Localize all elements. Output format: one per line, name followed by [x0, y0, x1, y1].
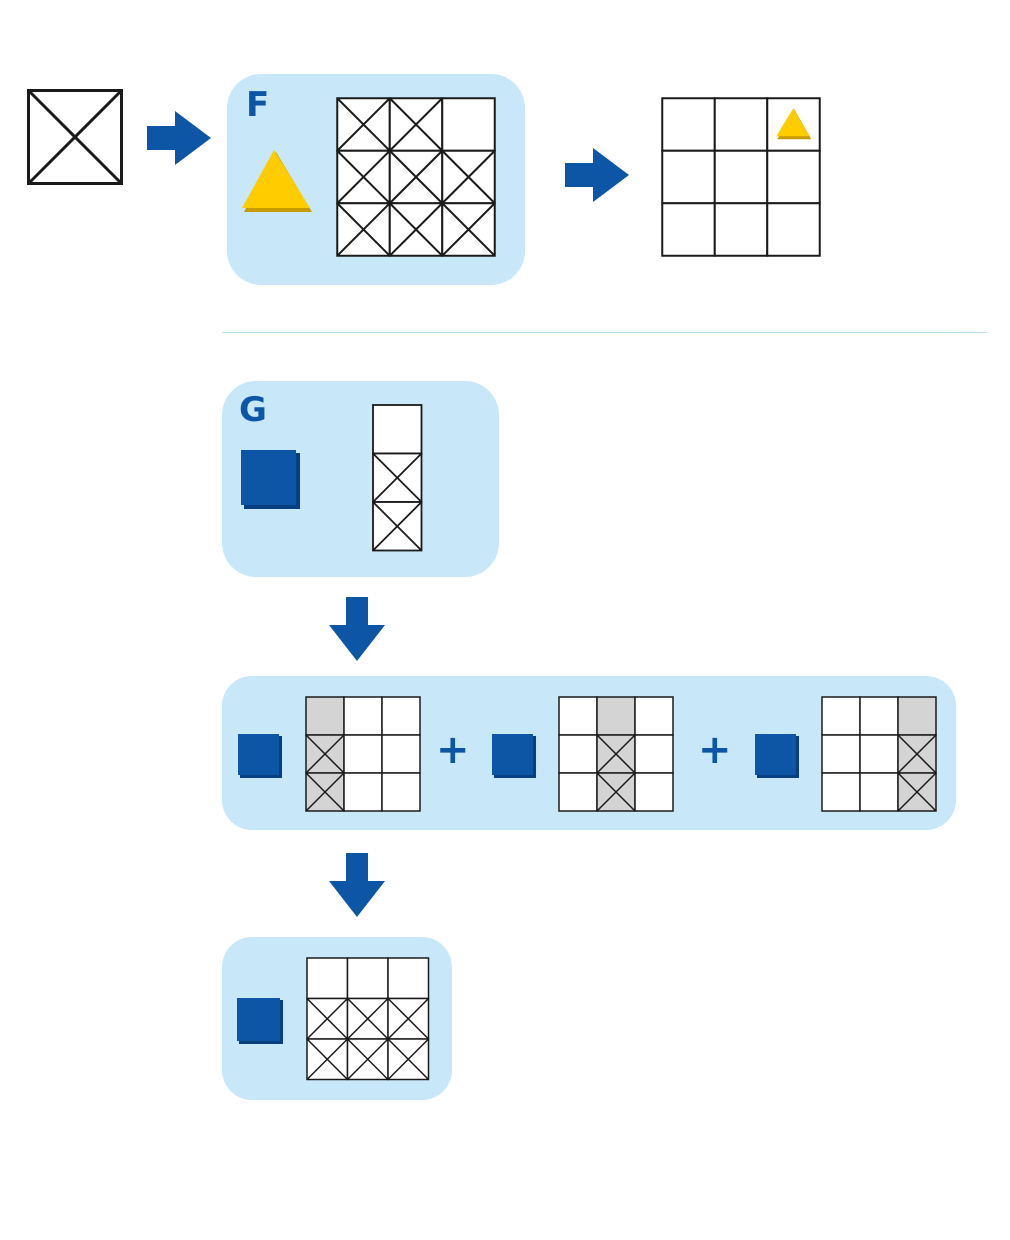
grid-g-result [306, 957, 430, 1081]
plus-icon: + [698, 727, 732, 773]
cell-cross-line [897, 734, 937, 774]
cell-cross-line [596, 772, 636, 812]
arrow-right-icon [147, 111, 211, 165]
triangle-tile-icon [242, 150, 312, 212]
cell-cross-line [346, 997, 389, 1040]
cell-cross-line [387, 997, 430, 1040]
grid-cell [661, 149, 716, 205]
small-triangle-icon [776, 108, 810, 137]
grid-cell [306, 957, 349, 1000]
part-grid-1 [305, 696, 421, 812]
grid-cell [558, 696, 598, 736]
cell-cross-line [389, 202, 443, 257]
cross-square-icon [27, 89, 123, 185]
grid-cell [441, 97, 496, 152]
grid-f [336, 97, 496, 257]
square-tile-icon [237, 998, 283, 1044]
square-tile-icon [241, 450, 300, 509]
grid-cell [897, 696, 937, 736]
grid-cell [713, 149, 769, 205]
grid-cell [713, 202, 769, 257]
cell-cross-line [372, 452, 423, 503]
grid-cell [766, 202, 821, 257]
part-grid-2 [558, 696, 674, 812]
grid-cell [343, 772, 383, 812]
grid-cell [596, 696, 636, 736]
grid-cell [821, 734, 861, 774]
arrow-down-icon [329, 853, 385, 917]
grid-cell [634, 696, 674, 736]
grid-cell [859, 772, 899, 812]
cell-cross-line [305, 772, 345, 812]
grid-cell [713, 97, 769, 152]
part-grid-3 [821, 696, 937, 812]
cell-cross-line [306, 1038, 349, 1081]
cell-cross-line [305, 734, 345, 774]
grid-cell [558, 772, 598, 812]
grid-cell [381, 734, 421, 774]
grid-cell [859, 696, 899, 736]
cell-cross-line [336, 97, 391, 152]
cell-cross-line [897, 772, 937, 812]
grid-cell [634, 734, 674, 774]
cell-cross-line [389, 150, 443, 204]
grid-cell [381, 772, 421, 812]
square-tile-icon [755, 734, 799, 778]
grid-cell [661, 202, 716, 257]
grid-cell [343, 696, 383, 736]
cell-cross-line [441, 202, 496, 257]
arrow-down-icon [329, 597, 385, 661]
cell-cross-line [387, 1038, 430, 1081]
section-letter-f: F [246, 85, 270, 125]
grid-cell [661, 97, 716, 152]
grid-f-result [661, 97, 821, 257]
grid-cell [558, 734, 598, 774]
cell-cross-line [389, 97, 443, 152]
square-tile-icon [492, 734, 536, 778]
cell-cross-line [596, 734, 636, 774]
section-divider [222, 332, 987, 333]
grid-cell [346, 957, 389, 1000]
cell-cross-line [336, 202, 391, 257]
square-tile-icon [238, 734, 282, 778]
cell-cross-line [306, 997, 349, 1040]
grid-cell [821, 772, 861, 812]
plus-icon: + [436, 727, 470, 773]
cell-cross-line [336, 150, 391, 204]
grid-cell [387, 957, 430, 1000]
cell-cross-line [372, 501, 423, 552]
grid-cell [343, 734, 383, 774]
section-letter-g: G [239, 390, 267, 430]
grid-cell [766, 149, 821, 205]
cell-cross-line [441, 150, 496, 204]
grid-cell [821, 696, 861, 736]
grid-cell [381, 696, 421, 736]
grid-cell [859, 734, 899, 774]
grid-cell [634, 772, 674, 812]
arrow-right-icon [565, 148, 629, 202]
grid-cell [372, 404, 423, 455]
strip-g [372, 404, 423, 552]
grid-cell [305, 696, 345, 736]
cell-cross-line [346, 1038, 389, 1081]
